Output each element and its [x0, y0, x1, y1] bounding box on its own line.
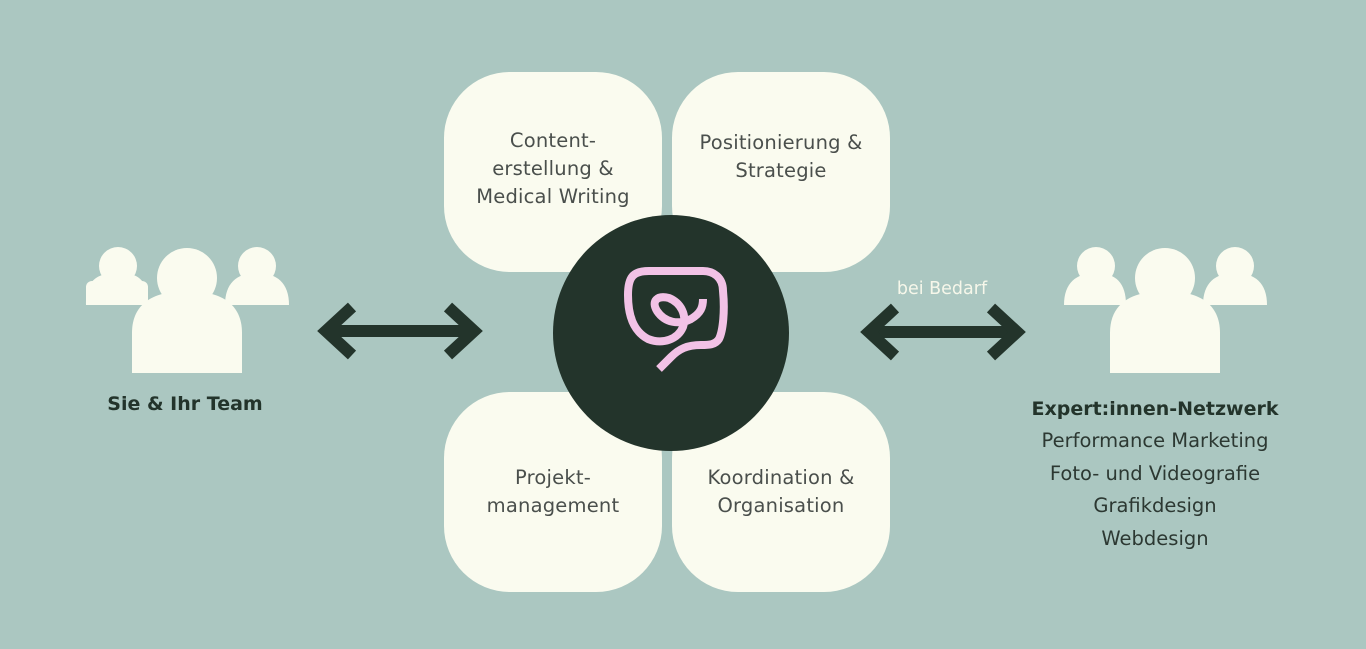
- network-item: Grafikdesign: [1093, 494, 1217, 517]
- double-arrow-icon: [860, 303, 1026, 361]
- connector-label: bei Bedarf: [896, 279, 988, 299]
- double-arrow-icon: [317, 302, 483, 360]
- tile-label: Projekt- management: [486, 466, 620, 517]
- brand-logo-icon: [624, 267, 728, 372]
- tile-label: Content- erstellung & Medical Writing: [476, 129, 630, 208]
- right-group-block: Expert:innen-Netzwerk Performance Market…: [985, 393, 1325, 555]
- left-group-label: Sie & Ihr Team: [107, 393, 263, 415]
- tile-coordination-organisation: Koordination & Organisation: [672, 392, 890, 592]
- tile-content-writing: Content- erstellung & Medical Writing: [444, 72, 662, 272]
- people-group-icon: [1064, 247, 1267, 373]
- people-group-icon: [86, 247, 289, 373]
- network-item: Webdesign: [1101, 526, 1209, 550]
- tile-label: Koordination & Organisation: [707, 466, 855, 517]
- tile-label: Positionierung & Strategie: [699, 131, 863, 182]
- network-item: Performance Marketing: [1041, 429, 1269, 452]
- network-item: Foto- und Videografie: [1049, 461, 1261, 485]
- right-group-title: Expert:innen-Netzwerk: [1031, 398, 1279, 420]
- hub-circle: [553, 215, 789, 451]
